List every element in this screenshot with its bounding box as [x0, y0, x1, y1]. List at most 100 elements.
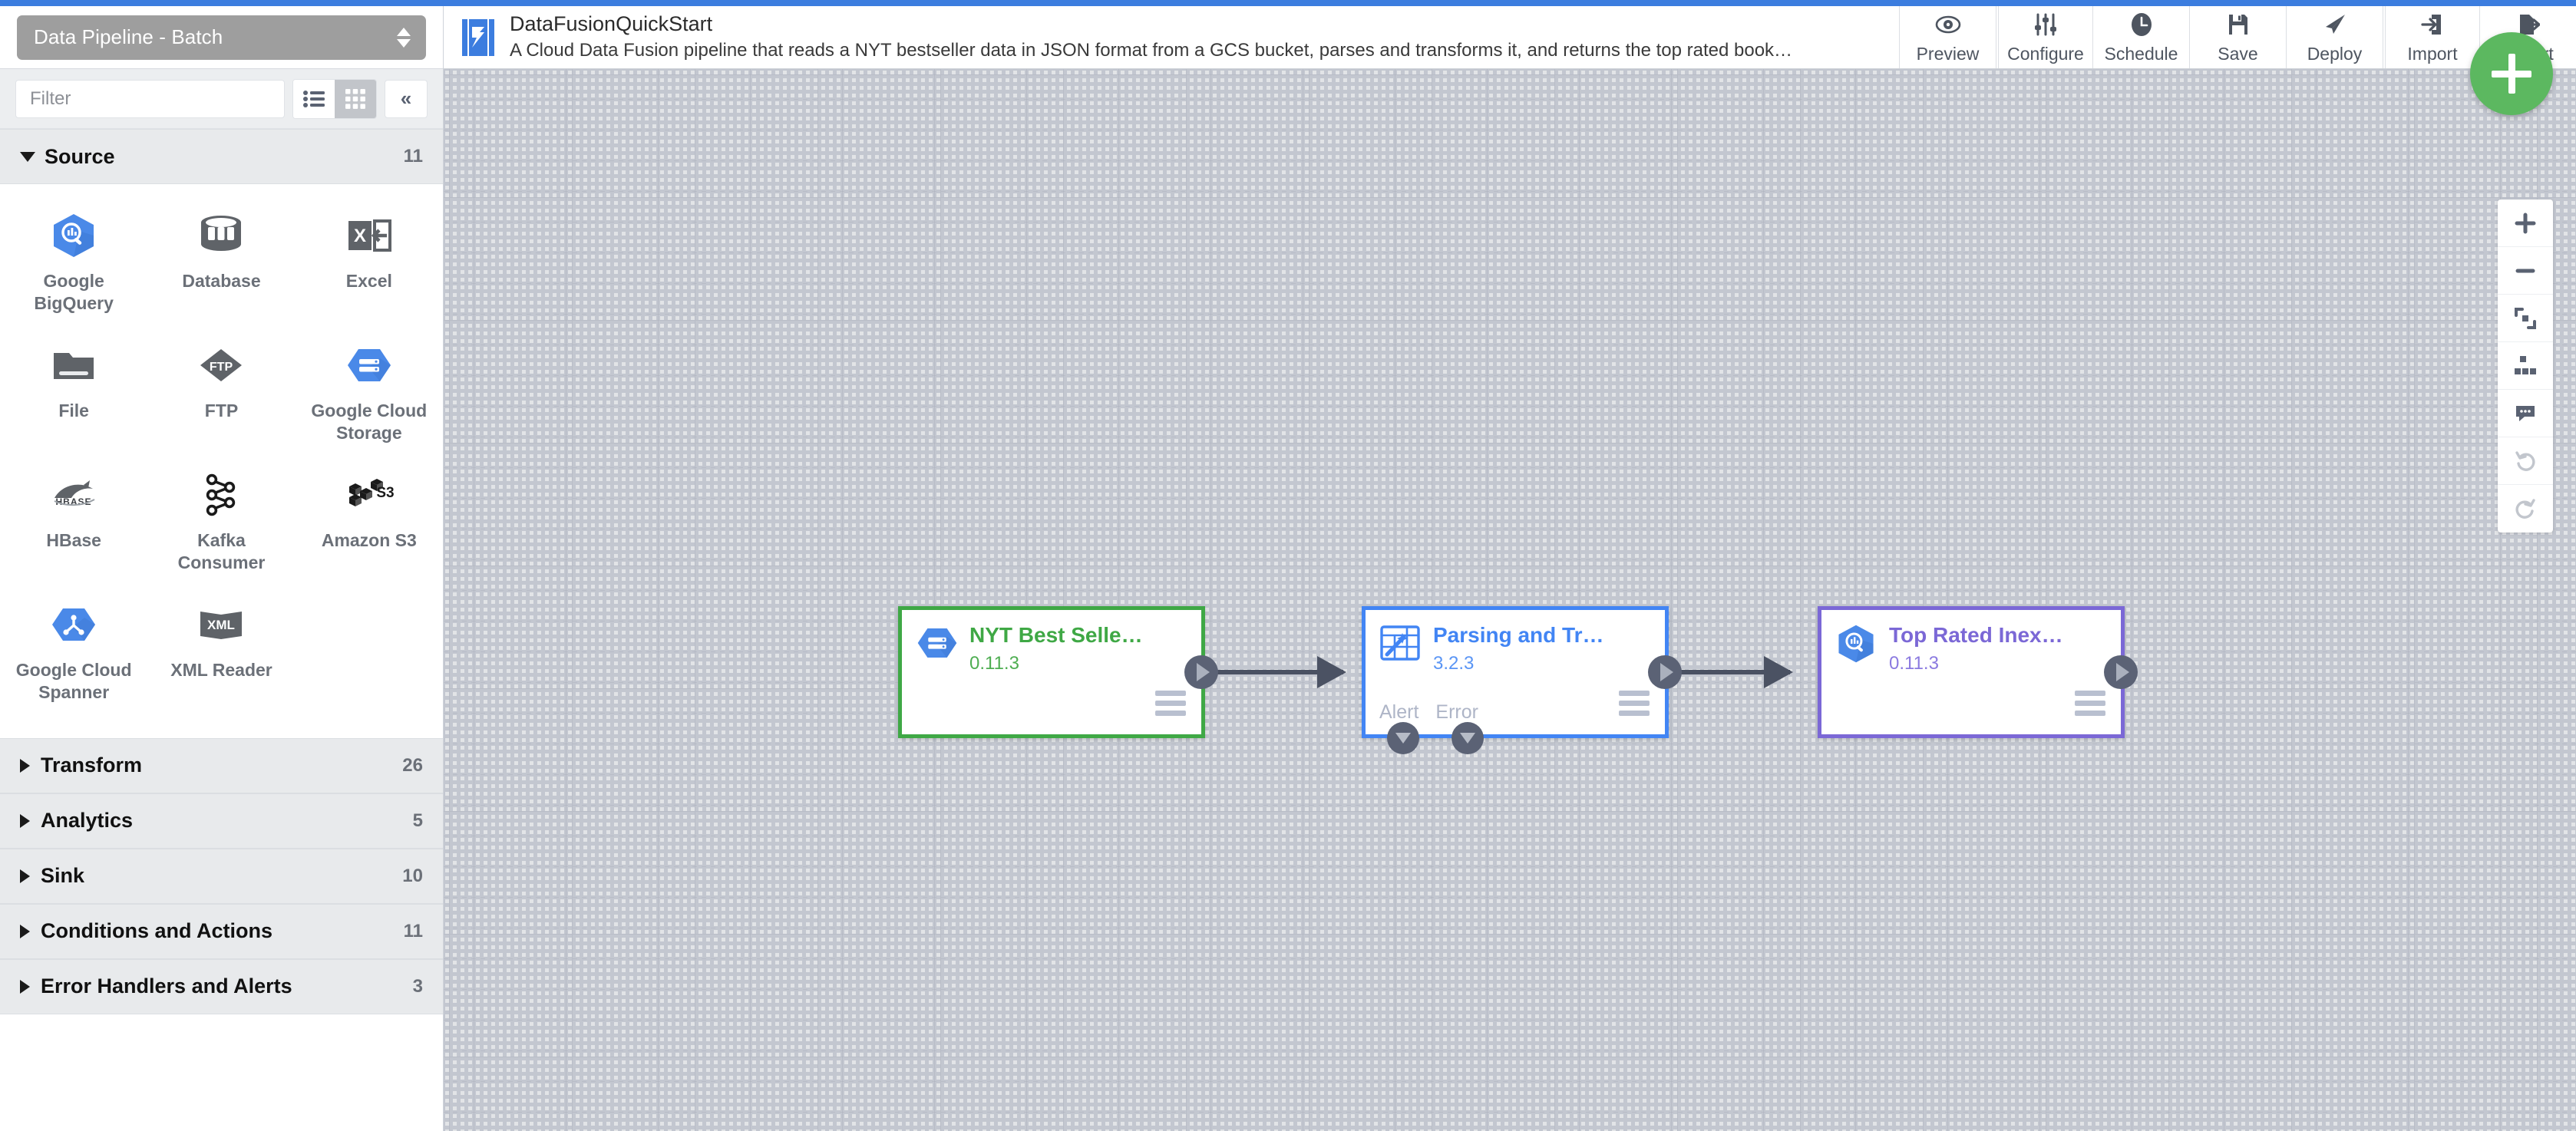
group-name: Sink	[41, 864, 85, 887]
group-name: Conditions and Actions	[41, 919, 272, 942]
node-title: Top Rated Inex…	[1889, 623, 2063, 647]
pipeline-description: A Cloud Data Fusion pipeline that reads …	[510, 40, 1793, 61]
plugin-amazon-s3[interactable]: S3 Amazon S3	[296, 463, 443, 585]
top-accent-strip	[0, 0, 2576, 6]
group-count: 26	[402, 754, 423, 776]
palette-group-conditions-and-actions[interactable]: Conditions and Actions 11	[0, 903, 443, 959]
clock-icon	[2130, 10, 2153, 39]
palette-group-transform[interactable]: Transform 26	[0, 737, 443, 793]
group-count: 11	[403, 146, 423, 167]
plugin-xml-reader[interactable]: XML XML Reader	[147, 593, 295, 715]
plugin-label: Kafka Consumer	[177, 529, 266, 573]
plugin-hbase[interactable]: HBASE HBase	[0, 463, 147, 585]
plugin-google-bigquery[interactable]: Google BigQuery	[0, 204, 147, 326]
comment-icon[interactable]	[2498, 390, 2553, 437]
google-cloud-spanner-icon	[50, 599, 97, 650]
palette-group-source[interactable]: Source 11	[0, 129, 443, 184]
grid-view-icon[interactable]	[335, 79, 376, 118]
plugin-label: File	[58, 400, 89, 420]
node-text-block: NYT Best Selle… 0.11.3	[969, 623, 1143, 674]
plugin-label: XML Reader	[170, 659, 272, 680]
plugin-label: Amazon S3	[321, 529, 417, 550]
collapse-panel-icon[interactable]: «	[385, 79, 428, 118]
node-menu-icon[interactable]	[1619, 691, 1650, 716]
deploy-button[interactable]: Deploy	[2286, 6, 2383, 68]
undo-icon[interactable]	[2498, 437, 2553, 485]
paper-plane-icon	[2323, 10, 2347, 39]
node-text-block: Top Rated Inex… 0.11.3	[1889, 623, 2063, 674]
node-header: Top Rated Inex… 0.11.3	[1821, 610, 2121, 674]
plugin-database[interactable]: Database	[147, 204, 295, 326]
node-version: 0.11.3	[1889, 652, 1939, 674]
node-menu-icon[interactable]	[1155, 691, 1186, 716]
svg-text:FTP: FTP	[210, 361, 233, 374]
xml-reader-icon: XML	[197, 599, 245, 650]
node-error-port[interactable]	[1451, 722, 1484, 754]
caret-right-icon	[20, 924, 30, 938]
preview-button[interactable]: Preview	[1899, 6, 1996, 68]
plugin-kafka-consumer[interactable]: Kafka Consumer	[147, 463, 295, 585]
arrow-head-icon	[1764, 656, 1793, 688]
fit-to-screen-icon[interactable]	[2498, 295, 2553, 342]
node-output-port[interactable]	[2104, 655, 2138, 689]
file-folder-icon	[51, 340, 96, 391]
plugin-label: Google BigQuery	[34, 271, 114, 314]
group-name: Source	[45, 144, 115, 168]
plugin-label: FTP	[204, 400, 239, 420]
plugin-ftp[interactable]: FTP FTP	[147, 334, 295, 456]
schedule-button[interactable]: Schedule	[2092, 6, 2189, 68]
kafka-icon	[200, 470, 242, 520]
node-output-port[interactable]	[1648, 655, 1682, 689]
action-label: Configure	[2007, 44, 2084, 64]
plugin-google-cloud-spanner[interactable]: Google Cloud Spanner	[0, 593, 147, 715]
canvas-tools	[2498, 199, 2553, 533]
node-version: 0.11.3	[969, 652, 1019, 674]
eye-icon	[1935, 10, 1961, 39]
add-node-button[interactable]	[2470, 32, 2553, 115]
google-cloud-storage-icon	[345, 340, 393, 391]
redo-icon[interactable]	[2498, 485, 2553, 533]
save-button[interactable]: Save	[2189, 6, 2286, 68]
connection-transform-to-sink[interactable]	[1667, 656, 1793, 688]
node-header: Parsing and Tr… 3.2.3	[1366, 610, 1665, 674]
node-header: NYT Best Selle… 0.11.3	[902, 610, 1201, 674]
caret-right-icon	[20, 758, 30, 773]
caret-right-icon	[20, 813, 30, 828]
group-name: Error Handlers and Alerts	[41, 974, 292, 997]
data-fusion-logo-icon	[461, 18, 496, 58]
palette-group-error-handlers-and-alerts[interactable]: Error Handlers and Alerts 3	[0, 958, 443, 1014]
pipeline-type-select[interactable]: Data Pipeline - Batch	[17, 15, 426, 60]
pipeline-canvas[interactable]: NYT Best Selle… 0.11.3 Par	[444, 69, 2576, 1131]
wrangler-icon	[1379, 624, 1422, 667]
node-version: 3.2.3	[1433, 652, 1475, 674]
page-title: DataFusionQuickStart	[510, 12, 713, 35]
plugin-label: Excel	[345, 271, 392, 291]
pipeline-node-source[interactable]: NYT Best Selle… 0.11.3	[898, 606, 1218, 738]
group-count: 11	[403, 920, 423, 941]
zoom-out-icon[interactable]	[2498, 247, 2553, 295]
plugin-google-cloud-storage[interactable]: Google Cloud Storage	[296, 334, 443, 456]
node-menu-icon[interactable]	[2075, 691, 2105, 716]
node-title: Parsing and Tr…	[1433, 623, 1604, 647]
pipeline-node-sink[interactable]: Top Rated Inex… 0.11.3	[1818, 606, 2138, 738]
node-alert-port[interactable]	[1387, 722, 1419, 754]
zoom-in-icon[interactable]	[2498, 199, 2553, 247]
plugin-excel[interactable]: X Excel	[296, 204, 443, 326]
palette-group-analytics[interactable]: Analytics 5	[0, 793, 443, 849]
hbase-icon: HBASE	[50, 470, 97, 520]
palette-group-sink[interactable]: Sink 10	[0, 848, 443, 904]
connection-source-to-transform[interactable]	[1204, 656, 1346, 688]
filter-input[interactable]: Filter	[15, 79, 285, 118]
floppy-disk-icon	[2228, 10, 2249, 39]
group-count: 10	[402, 865, 423, 886]
configure-button[interactable]: Configure	[1996, 6, 2092, 68]
import-button[interactable]: Import	[2383, 6, 2479, 68]
ftp-icon: FTP	[197, 340, 245, 391]
node-output-port[interactable]	[1184, 655, 1218, 689]
plugin-label: Google Cloud Storage	[311, 400, 428, 443]
plugin-file[interactable]: File	[0, 334, 147, 456]
action-label: Schedule	[2104, 44, 2178, 64]
pipeline-node-transform[interactable]: Parsing and Tr… 3.2.3 Alert Error	[1362, 606, 1682, 754]
align-nodes-icon[interactable]	[2498, 342, 2553, 390]
list-view-icon[interactable]	[293, 79, 335, 118]
